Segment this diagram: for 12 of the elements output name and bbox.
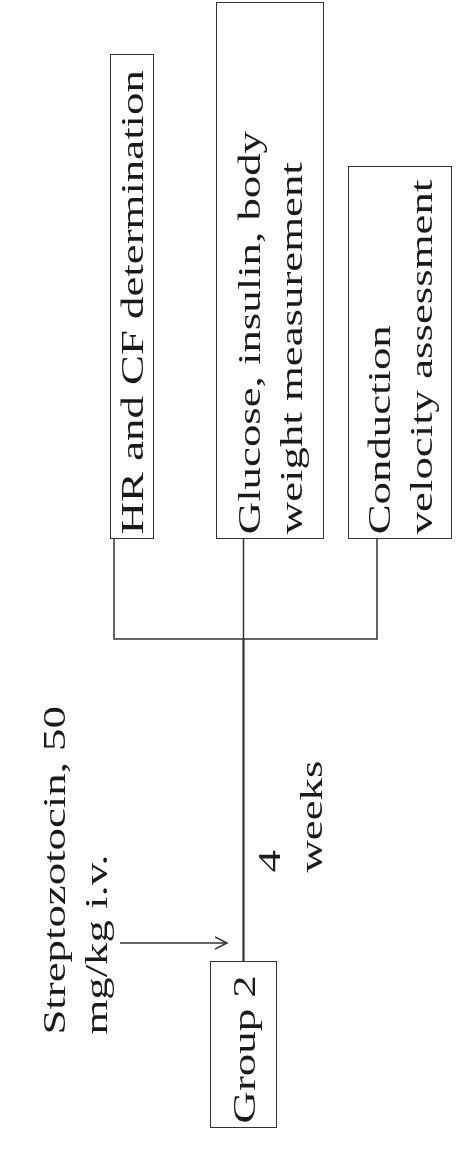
process-box <box>348 166 452 539</box>
treatment-label: Streptozotocin, 50 mg/kg i.v. <box>35 705 115 1037</box>
connector-line <box>242 538 378 962</box>
process-box <box>216 2 324 539</box>
group-box <box>210 961 277 1128</box>
box-text: HR and CF determination <box>113 68 151 536</box>
box-text: Group 2 <box>224 973 263 1125</box>
arrow <box>119 936 228 950</box>
process-box <box>110 54 154 539</box>
box-text: Glucose, insulin, body weight measurement <box>230 129 310 537</box>
edge-label: 4 weeks <box>250 759 330 873</box>
box-text: Conduction velocity assessment <box>360 178 440 537</box>
